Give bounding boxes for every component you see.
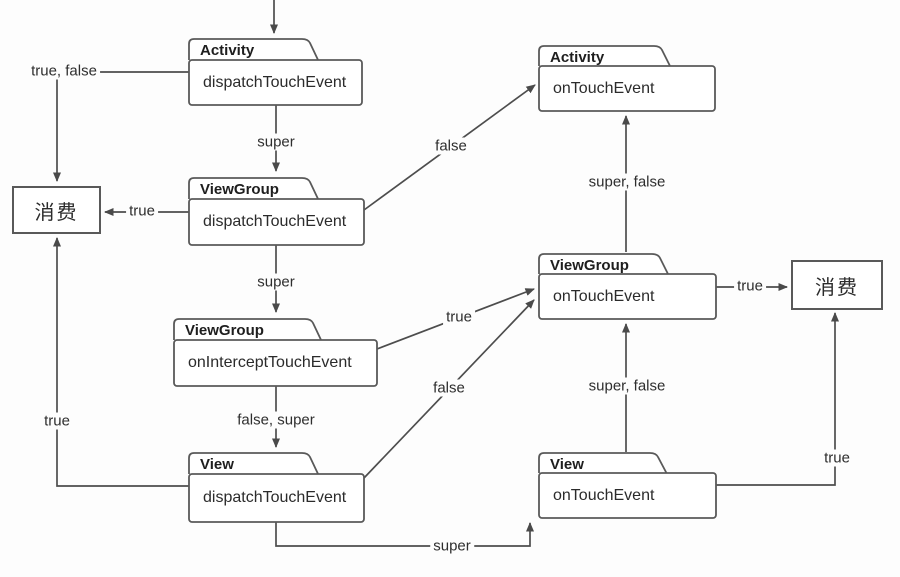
edge-view-dispatch-to-view-ontouch xyxy=(275,522,534,547)
node-viewgroup-ontouch-body-shape xyxy=(538,273,717,320)
node-viewgroup-dispatch-tab-shape xyxy=(188,177,320,202)
edge-label-true-intercept-to-vg-ontouch: true xyxy=(443,308,475,326)
node-activity-ontouch-method: onTouchEvent xyxy=(553,79,655,97)
edge-label-super-false-to-vg-ontouch: super, false xyxy=(585,377,669,395)
consume-box-left-label: 消费 xyxy=(34,201,79,224)
consume-box-left-shape xyxy=(12,186,101,234)
node-activity-ontouch-tab-shape xyxy=(538,45,672,69)
edge-label-true-vg-ontouch-consume: true xyxy=(734,277,766,295)
consume-box-right-label: 消费 xyxy=(815,276,859,299)
edge-label-true-view-consume: true xyxy=(41,412,73,430)
node-viewgroup-intercept-method: onInterceptTouchEvent xyxy=(188,354,352,371)
edge-view-dispatch-to-consume-left xyxy=(53,237,189,487)
node-viewgroup-dispatch-method: dispatchTouchEvent xyxy=(203,213,347,230)
node-view-ontouch-tab-shape xyxy=(538,452,668,475)
node-view-ontouch-method: onTouchEvent xyxy=(553,486,655,504)
edge-label-super-viewgroup-to-intercept: super xyxy=(254,273,298,291)
node-view-ontouch-body-shape xyxy=(538,472,717,519)
edge-label-false-to-activity-ontouch: false xyxy=(432,137,470,155)
edge-label-false-viewdispatch-to-vg-ontouch: false xyxy=(430,379,468,397)
edge-label-false-super-intercept-to-view: false, super xyxy=(234,411,318,429)
consume-box-right-shape xyxy=(791,260,883,310)
node-viewgroup-intercept-body-shape xyxy=(173,339,378,387)
edge-label-true-view-ontouch-consume: true xyxy=(821,449,853,467)
node-viewgroup-intercept-tab-shape xyxy=(173,318,323,343)
edge-label-super-activity-to-viewgroup: super xyxy=(254,133,298,151)
node-activity-ontouch-body-shape xyxy=(538,65,716,112)
node-viewgroup-ontouch-tab-shape xyxy=(538,253,670,277)
node-viewgroup-intercept-title: ViewGroup xyxy=(185,322,264,339)
node-view-dispatch-method: dispatchTouchEvent xyxy=(203,489,347,506)
node-viewgroup-dispatch-body-shape xyxy=(188,198,365,246)
node-viewgroup-ontouch-method: onTouchEvent xyxy=(553,287,655,305)
node-viewgroup-ontouch-title: ViewGroup xyxy=(550,257,629,274)
edge-label-true-viewgroup-consume: true xyxy=(126,202,158,220)
node-view-dispatch-title: View xyxy=(200,456,234,473)
edge-view-ontouch-to-consume-right xyxy=(716,312,839,486)
node-activity-dispatch-tab-shape xyxy=(188,38,320,63)
node-activity-dispatch-title: Activity xyxy=(200,42,255,59)
edge-label-true-false-activity-consume: true, false xyxy=(28,62,100,80)
edge-activity-dispatch-to-consume-left xyxy=(53,71,189,182)
node-activity-ontouch-title: Activity xyxy=(550,49,605,66)
node-view-dispatch-tab-shape xyxy=(188,452,320,477)
node-view-ontouch-title: View xyxy=(550,456,584,473)
node-viewgroup-dispatch-title: ViewGroup xyxy=(200,181,279,198)
node-activity-dispatch-method: dispatchTouchEvent xyxy=(203,73,347,91)
edge-label-super-viewdispatch-to-viewontouch: super xyxy=(430,537,474,555)
node-activity-dispatch-body-shape xyxy=(188,59,363,106)
edge-label-super-false-to-activity-ontouch: super, false xyxy=(585,173,669,191)
node-view-dispatch-body-shape xyxy=(188,473,365,523)
